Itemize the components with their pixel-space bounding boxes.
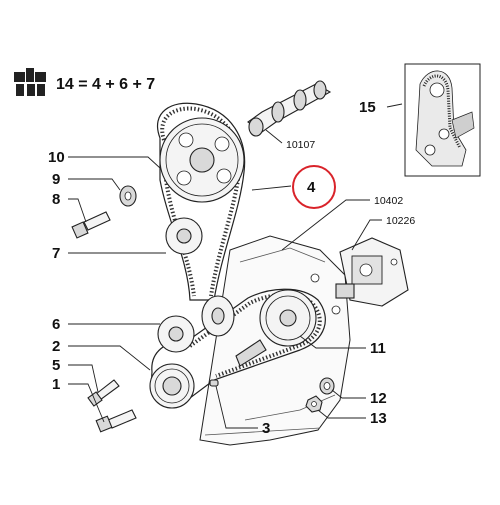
- inset-engine-view: [404, 63, 481, 177]
- callout-11: 11: [370, 340, 386, 357]
- camshaft-pulley: [159, 117, 245, 203]
- callout-13: 13: [370, 410, 387, 427]
- camshaft: [247, 80, 332, 137]
- tensioner-pulley: [165, 217, 203, 255]
- callout-5: 5: [52, 357, 60, 374]
- callout-10226: 10226: [386, 215, 415, 227]
- woodruff-key: [209, 379, 219, 387]
- seal-ring: [319, 377, 335, 395]
- idler-roller: [201, 295, 235, 337]
- bolt-5: [87, 379, 120, 407]
- callout-labels: 10 9 8 7 6 2 5 1 3 11 12 13 4 15 10107 1…: [48, 99, 415, 437]
- kit-formula: 14 = 4 + 6 + 7: [14, 68, 155, 96]
- tensioner-6: [157, 315, 195, 353]
- bolt-8: [71, 211, 111, 239]
- bolt-1: [95, 409, 137, 433]
- nut: [305, 395, 323, 413]
- callout-3: 3: [262, 420, 270, 437]
- pump-pulley: [235, 289, 317, 367]
- callout-12: 12: [370, 390, 387, 407]
- injection-pump: [335, 237, 409, 307]
- kit-formula-text: 14 = 4 + 6 + 7: [56, 76, 155, 93]
- callout-10: 10: [48, 149, 65, 166]
- callout-7: 7: [52, 245, 60, 262]
- callout-6: 6: [52, 316, 60, 333]
- callout-8: 8: [52, 191, 60, 208]
- highlight-ring: [292, 165, 336, 209]
- washer: [119, 185, 137, 207]
- callout-10107: 10107: [286, 139, 315, 151]
- parts-kit-icon: [14, 68, 46, 96]
- callout-4: 4: [307, 179, 316, 196]
- callout-9: 9: [52, 171, 60, 188]
- callout-1: 1: [52, 376, 60, 393]
- callout-2: 2: [52, 338, 60, 355]
- crankshaft-pulley: [149, 363, 195, 409]
- callout-10402: 10402: [374, 195, 403, 207]
- leader-lines: [68, 103, 403, 429]
- callout-15: 15: [359, 99, 376, 116]
